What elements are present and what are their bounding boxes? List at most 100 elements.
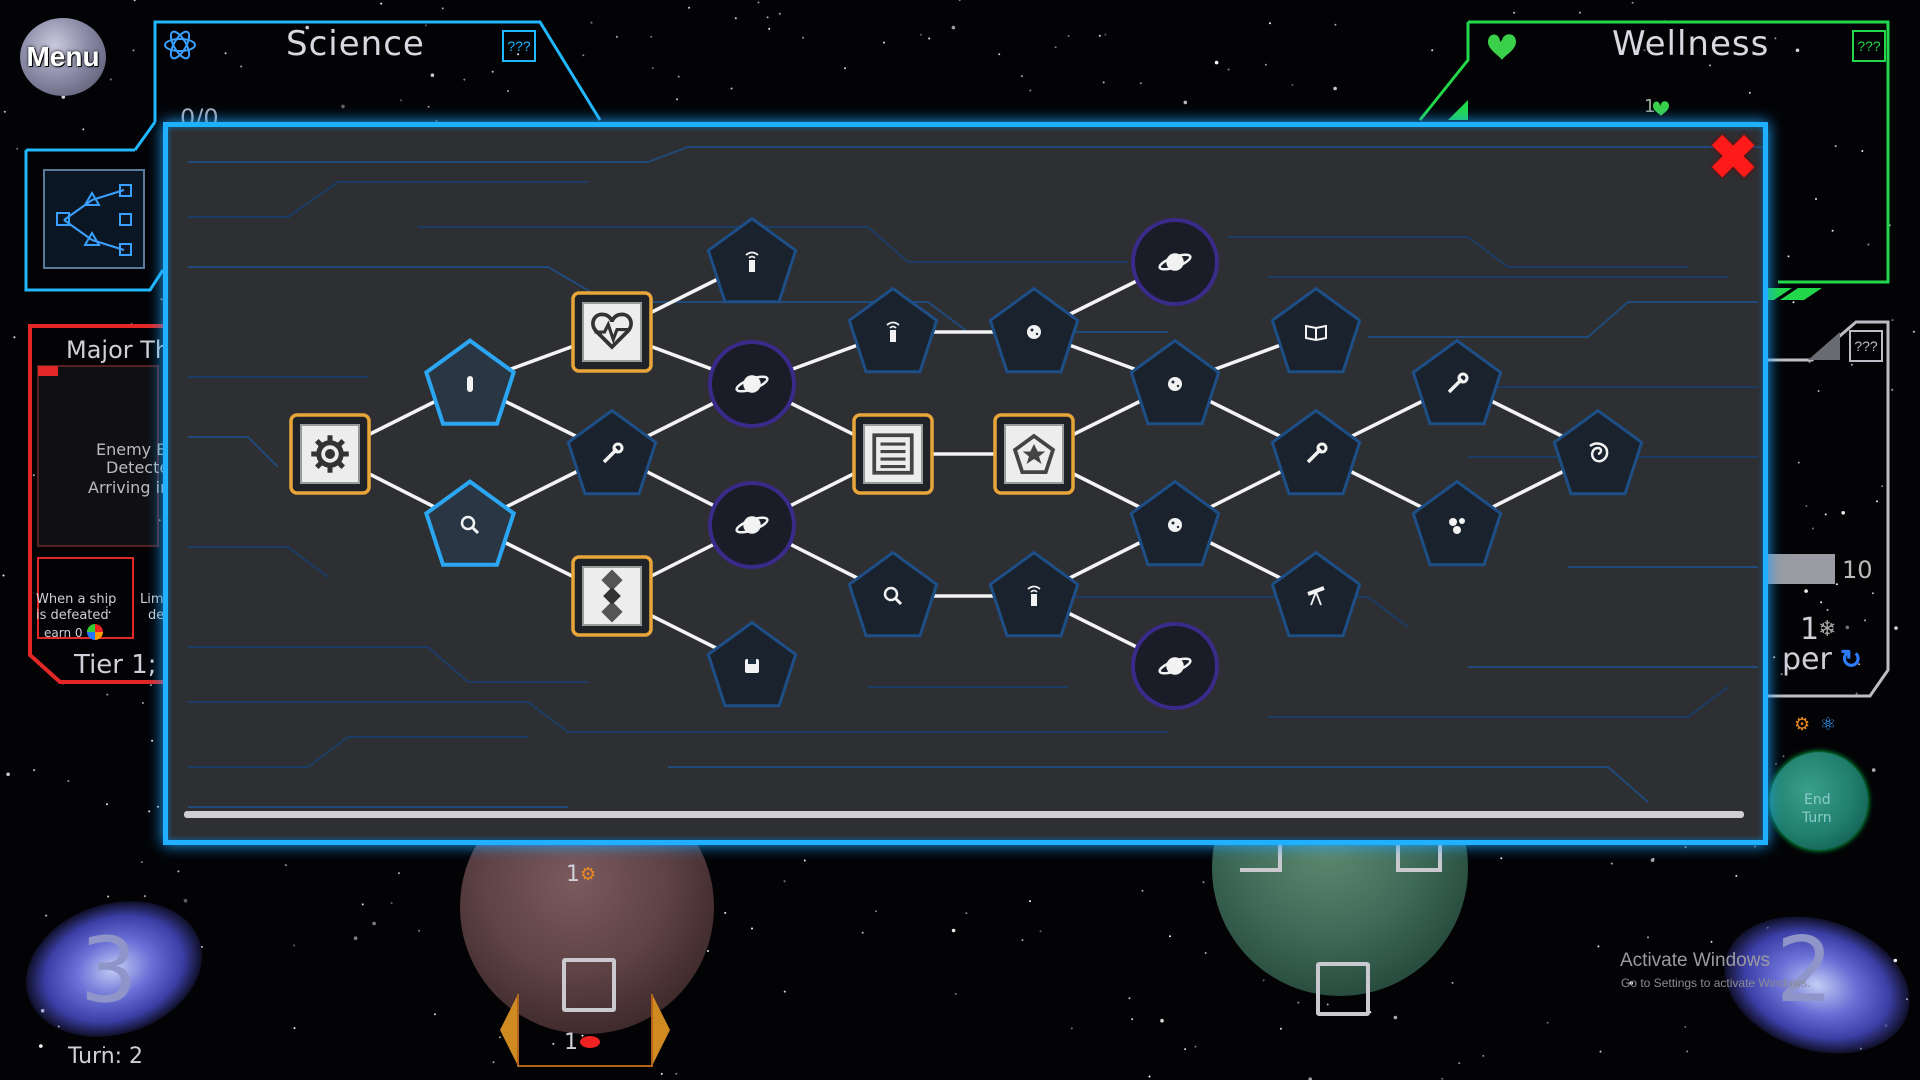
- tech-tree-nodes: [289, 216, 1644, 710]
- tech-node-n1[interactable]: [289, 413, 371, 495]
- circuit-trace: [188, 646, 588, 683]
- threat-footer-3: earn 0: [44, 626, 83, 640]
- close-button[interactable]: ✖: [1708, 124, 1759, 191]
- left-planet-resource: 1: [566, 862, 580, 887]
- resource-wheel-icon: [87, 624, 103, 640]
- tech-node-n19[interactable]: [1129, 479, 1221, 567]
- wrench-icon: [1447, 372, 1469, 394]
- right-panel-value: 10: [1842, 556, 1873, 584]
- tech-node-n2[interactable]: [423, 338, 517, 426]
- tech-node-n9[interactable]: [708, 481, 796, 569]
- gear-icon: [311, 435, 349, 473]
- planet-icon: [1158, 657, 1192, 675]
- right-panel-frame: [1760, 320, 1890, 698]
- magnifier-icon: [460, 515, 480, 535]
- left-player-count: 3: [80, 918, 138, 1023]
- tech-node-n17[interactable]: [1131, 218, 1219, 306]
- refresh-icon: ↻: [1840, 644, 1862, 674]
- tech-node-n21[interactable]: [1270, 286, 1362, 374]
- tech-node-n18[interactable]: [1129, 338, 1221, 426]
- circuit-traces: [188, 146, 1763, 808]
- science-panel-frame: [24, 20, 602, 292]
- tech-node-n26[interactable]: [1552, 408, 1644, 496]
- tech-node-n20[interactable]: [1131, 622, 1219, 710]
- left-planet-base-frame: [500, 994, 670, 1067]
- threat-panel-frame: [28, 324, 163, 684]
- tech-node-n16[interactable]: [988, 550, 1080, 638]
- circuit-trace: [668, 766, 1649, 803]
- telescope-icon: [1307, 586, 1325, 606]
- red-resource-icon: [580, 1036, 600, 1048]
- circuit-trace: [418, 226, 1128, 263]
- tech-node-n13[interactable]: [847, 550, 939, 638]
- wellness-counter: 1: [1644, 96, 1656, 117]
- circuit-trace: [188, 146, 1763, 163]
- right-player-count: 2: [1776, 918, 1834, 1023]
- wellness-title: Wellness: [1612, 24, 1770, 64]
- tech-node-n12[interactable]: [852, 413, 934, 495]
- spiral-icon: [1589, 442, 1609, 463]
- horizontal-scrollbar[interactable]: [184, 811, 1744, 818]
- right-panel-rate-value: 1: [1800, 612, 1820, 647]
- snowflake-icon: ❄: [1818, 616, 1837, 641]
- circuit-trace: [1268, 686, 1729, 718]
- badge-icon: [1012, 433, 1056, 474]
- end-turn-button[interactable]: End Turn: [1770, 752, 1868, 850]
- atom-small-icon: ⚛: [1820, 714, 1837, 734]
- tech-node-n11[interactable]: [847, 286, 939, 374]
- tech-node-n25[interactable]: [1411, 479, 1503, 567]
- right-planet-slot-b[interactable]: [1396, 830, 1442, 872]
- satellite-icon: [601, 569, 623, 623]
- wrench-icon: [602, 442, 624, 464]
- circuit-trace: [188, 181, 588, 218]
- antenna-icon: [886, 321, 900, 342]
- planet-icon: [735, 516, 769, 534]
- left-planet-slot[interactable]: [562, 958, 616, 1012]
- document-icon: [872, 433, 914, 475]
- tech-node-n4[interactable]: [571, 291, 653, 373]
- tech-node-n10[interactable]: [706, 620, 798, 708]
- antenna-icon: [1027, 585, 1041, 606]
- tech-node-n8[interactable]: [708, 340, 796, 428]
- science-help-button[interactable]: ???: [502, 30, 536, 62]
- asteroid-icon: [1168, 377, 1182, 391]
- tech-node-n5[interactable]: [566, 408, 658, 496]
- circuit-trace: [188, 701, 1168, 733]
- cells-icon: [1449, 518, 1465, 534]
- tech-node-n3[interactable]: [423, 479, 517, 567]
- threat-footer-1: When a ship: [36, 592, 117, 607]
- circuit-trace: [188, 436, 279, 468]
- book-icon: [1305, 324, 1327, 342]
- watermark-title: Activate Windows: [1620, 950, 1770, 971]
- tech-node-n24[interactable]: [1411, 338, 1503, 426]
- circuit-trace: [1368, 301, 1758, 338]
- gears-icon: ⚙: [1794, 714, 1811, 734]
- tech-node-n15[interactable]: [993, 413, 1075, 495]
- tech-tree-button[interactable]: [62, 168, 152, 268]
- science-atom-icon: [164, 30, 196, 60]
- tech-tree-dialog: ✖: [163, 122, 1768, 845]
- tech-node-n23[interactable]: [1270, 550, 1362, 638]
- tech-node-n22[interactable]: [1270, 408, 1362, 496]
- disk-icon: [745, 659, 759, 673]
- tech-node-n7[interactable]: [706, 216, 798, 304]
- right-planet-slot-a[interactable]: [1240, 830, 1282, 872]
- right-panel-help-button[interactable]: ???: [1849, 330, 1883, 362]
- magnifier-icon: [883, 586, 903, 606]
- tech-tree-button-icon: [43, 169, 145, 269]
- science-title: Science: [286, 24, 425, 64]
- tech-node-n14[interactable]: [988, 286, 1080, 374]
- wellness-help-button[interactable]: ???: [1852, 30, 1886, 62]
- threat-footer-col2a: Lim: [140, 592, 164, 607]
- tech-node-n6[interactable]: [571, 555, 653, 637]
- asteroid-icon: [1168, 518, 1182, 532]
- threat-title: Major Th: [66, 336, 171, 364]
- wrench-icon: [1306, 442, 1328, 464]
- right-panel-rate-label: per: [1782, 642, 1832, 677]
- threat-footer-col2b: de: [148, 608, 165, 623]
- tech-tree-canvas: [188, 146, 1763, 808]
- menu-button[interactable]: Menu: [20, 18, 106, 96]
- right-planet-slot-c[interactable]: [1316, 962, 1370, 1016]
- end-turn-label-2: Turn: [1802, 810, 1832, 826]
- end-turn-label-1: End: [1804, 792, 1831, 808]
